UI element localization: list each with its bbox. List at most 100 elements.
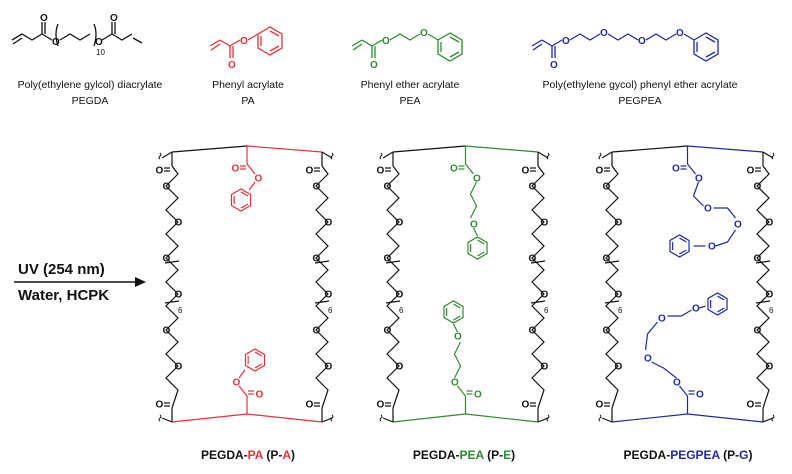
- backbone: [161, 151, 173, 159]
- title-highlight: PA: [248, 448, 264, 462]
- oxygen-atom: O: [450, 164, 458, 175]
- backbone: [392, 145, 466, 153]
- oxygen-atom: O: [596, 166, 604, 177]
- title-prefix: PEGDA-: [201, 448, 248, 462]
- backbone-pendant-segment: [171, 413, 248, 423]
- backbone-pendant-segment: [246, 413, 323, 423]
- chain-end-squiggle: [598, 152, 602, 160]
- backbone-pendant-segment: [465, 145, 539, 153]
- oxygen-atom: O: [644, 354, 652, 365]
- oxygen-atom: O: [474, 390, 482, 401]
- backbone: [382, 417, 394, 423]
- bond: [248, 181, 256, 191]
- oxygen-atom: O: [377, 400, 385, 411]
- oxygen-atom: O: [696, 390, 704, 401]
- oxygen-atom: O: [325, 362, 333, 373]
- chain-end-squiggle: [158, 152, 162, 160]
- title-letter: A: [282, 448, 291, 462]
- backbone: [321, 151, 333, 159]
- bond-chain: [651, 361, 677, 379]
- repeat-subscript: 6: [769, 306, 774, 315]
- oxygen-atom: O: [396, 218, 404, 229]
- chain-end-squiggle: [546, 152, 550, 160]
- oxygen-atom: O: [704, 204, 712, 215]
- bond-chain: [713, 207, 736, 219]
- oxygen-atom: O: [175, 362, 183, 373]
- bond: [238, 369, 246, 379]
- oxygen-atom: O: [615, 290, 623, 301]
- oxygen-atom: O: [306, 166, 314, 177]
- bond-chain: [453, 341, 462, 379]
- oxygen-atom: O: [541, 290, 549, 301]
- pea-o3: O: [420, 28, 428, 39]
- oxygen-atom: O: [313, 254, 321, 265]
- bond-chain: [715, 229, 736, 247]
- phenyl-ring: [669, 234, 690, 258]
- oxygen-atom: O: [747, 166, 755, 177]
- title-paren-close: ): [511, 448, 515, 462]
- backbone: [762, 417, 774, 423]
- chain-end-squiggle: [598, 414, 602, 422]
- backbone: [161, 417, 173, 423]
- oxygen-atom: O: [156, 166, 164, 177]
- oxygen-atom: O: [313, 182, 321, 193]
- title-prefix: PEGDA-: [413, 448, 460, 462]
- pegpea-o1: O: [550, 60, 558, 71]
- repeat-bracket: [164, 300, 180, 304]
- backbone: [382, 151, 394, 159]
- oxygen-atom: O: [754, 254, 762, 265]
- oxygen-atom: O: [255, 174, 263, 185]
- pa-o1: O: [228, 60, 236, 71]
- oxygen-atom: O: [325, 218, 333, 229]
- oxygen-atom: O: [766, 218, 774, 229]
- pegda-abbr: PEGDA: [72, 95, 109, 107]
- pegpea-o3: O: [600, 28, 608, 39]
- repeat-bracket: [604, 300, 620, 304]
- phenyl-ring: [707, 292, 728, 316]
- bond-chain: [165, 165, 179, 409]
- pea-abbr: PEA: [399, 95, 420, 107]
- chain-end-squiggle: [330, 414, 334, 422]
- oxygen-atom: O: [175, 290, 183, 301]
- backbone: [601, 151, 613, 159]
- bond-chain: [386, 165, 400, 409]
- chain-end-squiggle: [771, 414, 775, 422]
- oxygen-atom: O: [163, 326, 171, 337]
- chain-end-squiggle: [379, 414, 383, 422]
- aromatic-bond: [254, 363, 263, 369]
- oxygen-atom: O: [163, 182, 171, 193]
- chain-end-squiggle: [379, 152, 383, 160]
- pegda-structure: [11, 22, 143, 47]
- title-highlight: PEA: [460, 448, 485, 462]
- backbone: [171, 145, 248, 153]
- pea-o2: O: [382, 36, 390, 47]
- repeat-bracket: [385, 260, 401, 264]
- backbone: [321, 417, 333, 423]
- repeat-subscript: 6: [328, 306, 333, 315]
- backbone-pendant-segment: [687, 145, 764, 153]
- oxygen-atom: O: [384, 326, 392, 337]
- repeat-bracket: [314, 300, 330, 304]
- bond-chain: [692, 181, 704, 207]
- pegda-repeat-subscript: 10: [96, 48, 105, 57]
- oxygen-atom: O: [163, 254, 171, 265]
- chain-end-squiggle: [771, 152, 775, 160]
- title-paren-open: (P-: [720, 448, 739, 462]
- reaction-condition-uv: UV (254 nm): [18, 261, 105, 278]
- backbone-pendant-segment: [687, 413, 764, 423]
- oxygen-atom: O: [615, 362, 623, 373]
- backbone-pendant-segment: [611, 413, 688, 423]
- repeat-bracket: [755, 260, 771, 264]
- oxygen-atom: O: [747, 400, 755, 411]
- oxygen-atom: O: [451, 378, 459, 389]
- bond-chain: [531, 165, 545, 409]
- title-letter: G: [739, 448, 748, 462]
- oxygen-atom: O: [325, 290, 333, 301]
- bond-chain: [667, 309, 692, 317]
- repeat-bracket: [604, 260, 620, 264]
- pa-abbr: PA: [241, 95, 254, 107]
- backbone: [537, 151, 549, 159]
- pegpea-abbr: PEGPEA: [618, 95, 661, 107]
